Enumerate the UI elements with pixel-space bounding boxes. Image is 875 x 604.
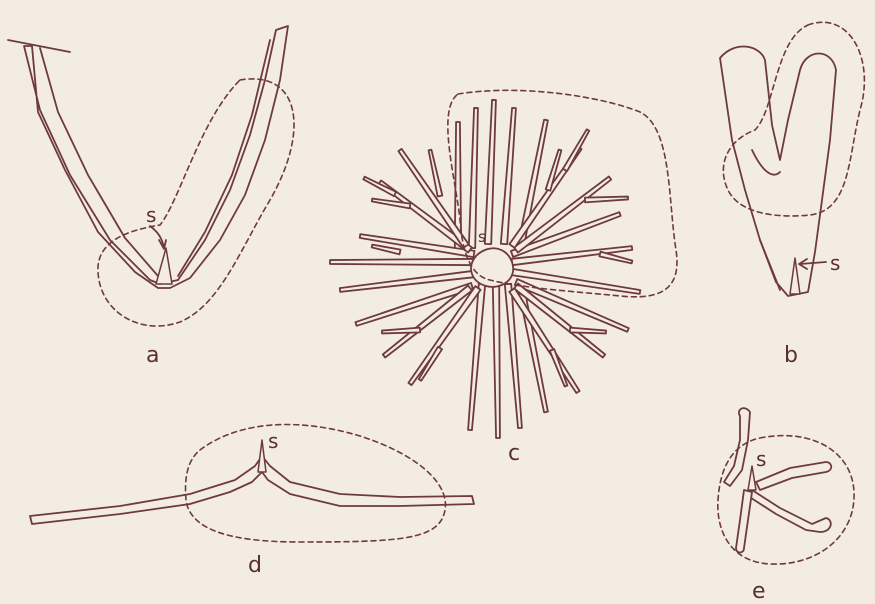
panel-a-spike [156,248,172,284]
panel-a-top-edge [8,40,70,52]
panel-a: s a [8,26,294,368]
panel-e-arm-upper [756,462,831,490]
panel-b-crystal [720,46,836,296]
panel-c-branch [585,197,628,203]
panel-a-marker: s [146,203,156,227]
panel-e-arm-lower [748,490,831,532]
panel-a-crystal [24,26,288,288]
panel-c-branch [563,129,589,171]
panel-c-branch [468,284,485,430]
panel-e-arm-left [724,408,750,486]
panel-e-label: e [752,579,766,604]
panel-c-branch [372,245,401,255]
panel-e-spike [748,466,756,490]
panel-e-marker: s [756,447,766,471]
panel-c-branch [570,328,606,334]
panel-c-branch [330,259,476,265]
panel-e-arm-down [736,490,752,553]
panel-c-branch [382,328,420,334]
panel-d: s d [30,424,474,578]
panel-d-crystal [30,456,474,524]
panel-e: s e [718,408,854,604]
panel-a-marker-arrow [150,226,166,249]
panel-a-label: a [146,343,159,368]
panel-a-inner-edge [40,40,270,276]
panel-d-label: d [248,553,262,578]
panel-b-label: b [784,343,798,368]
panel-b: s b [720,22,864,368]
panel-d-spike [258,440,266,472]
panel-c: s c [330,90,677,466]
panel-c-branch [501,108,516,244]
panel-c-label: c [508,441,520,466]
panel-c-branch [493,286,500,438]
panel-c-branch [363,177,396,196]
panel-b-marker: s [830,251,840,275]
panel-c-marker: s [478,228,486,246]
panel-c-branch [469,108,478,248]
panel-c-branch [485,100,496,244]
panel-d-marker: s [268,429,278,453]
panel-c-branch [599,252,632,264]
